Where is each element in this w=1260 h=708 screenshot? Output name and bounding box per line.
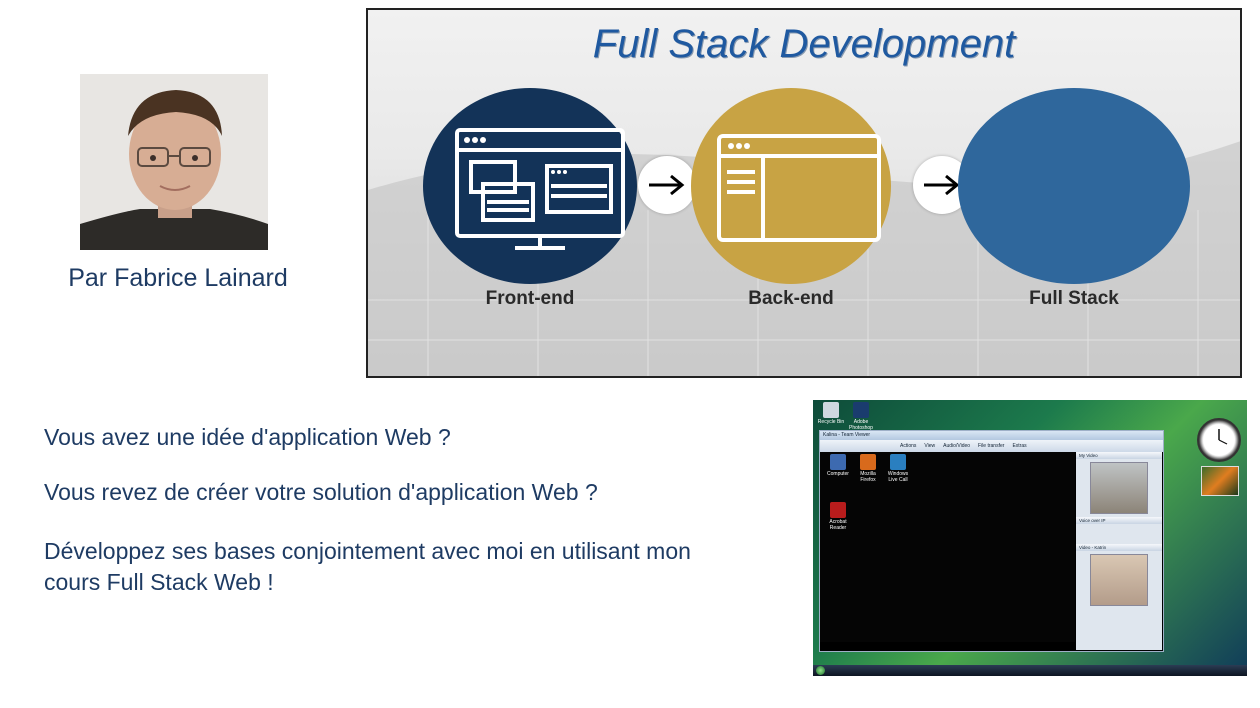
toolbar-view[interactable]: View <box>924 443 936 449</box>
remote-desktop-icon: Acrobat Reader <box>824 502 852 531</box>
photoshop-icon <box>853 402 869 418</box>
clock-icon <box>1197 418 1241 462</box>
panel-my-video: My Video <box>1076 452 1162 459</box>
pitch-line-3: Développez ses bases conjointement avec … <box>44 538 691 595</box>
window-titlebar: Kalina - Team Viewer <box>820 431 1163 440</box>
remote-desktop-icon: Windows Live Call <box>884 454 912 483</box>
frontend-circle <box>423 88 637 284</box>
author-name: Par Fabrice Lainard <box>68 264 288 292</box>
computer-icon <box>830 454 846 470</box>
acrobat-icon <box>830 502 846 518</box>
pitch-line-2: Vous revez de créer votre solution d'app… <box>44 479 598 505</box>
toolbar-audio-video[interactable]: Audio/Video <box>943 443 971 449</box>
partner-video-feed <box>1090 554 1148 606</box>
author-portrait-image <box>80 74 268 250</box>
stage-label-frontend: Front-end <box>485 288 575 309</box>
desktop-screenshot: Recycle Bin Adobe Photoshop Kalina - Tea… <box>813 400 1247 676</box>
toolbar-extras[interactable]: Extras <box>1012 443 1027 449</box>
remote-screen: Computer Mozilla Firefox Windows Live Ca… <box>820 452 1075 642</box>
window-toolbar: Actions View Audio/Video File transfer E… <box>820 440 1163 452</box>
arrow-right-icon <box>638 156 696 214</box>
stage-label-fullstack: Full Stack <box>1029 288 1119 309</box>
browser-windows-icon <box>455 128 625 250</box>
teamviewer-window: Kalina - Team Viewer Actions View Audio/… <box>819 430 1164 652</box>
live-call-icon <box>890 454 906 470</box>
remote-desktop-icon: Mozilla Firefox <box>854 454 882 483</box>
toolbar-actions[interactable]: Actions <box>900 443 917 449</box>
start-icon[interactable] <box>816 666 825 675</box>
desktop-icon: Adobe Photoshop <box>847 402 875 431</box>
server-window-icon <box>717 134 881 242</box>
remote-desktop-icon: Computer <box>824 454 852 477</box>
fullstack-circle <box>958 88 1190 284</box>
author-photo <box>80 74 268 250</box>
stage-label-backend: Back-end <box>748 288 834 309</box>
side-panel: My Video Voice over IP Video - Katrin <box>1076 452 1162 650</box>
recycle-bin-icon <box>823 402 839 418</box>
firefox-icon <box>860 454 876 470</box>
banner-title: Full Stack Development <box>592 22 1016 66</box>
backend-circle <box>691 88 891 284</box>
desktop-icon: Recycle Bin <box>817 402 845 425</box>
full-stack-banner: Full Stack Development <box>366 8 1242 378</box>
photo-gadget <box>1201 466 1239 496</box>
panel-partner-video: Video - Katrin <box>1076 544 1162 551</box>
panel-voice: Voice over IP <box>1076 517 1162 524</box>
toolbar-file-transfer[interactable]: File transfer <box>978 443 1005 449</box>
pitch-line-1: Vous avez une idée d'application Web ? <box>44 424 451 450</box>
my-video-feed <box>1090 462 1148 514</box>
taskbar <box>813 665 1247 676</box>
